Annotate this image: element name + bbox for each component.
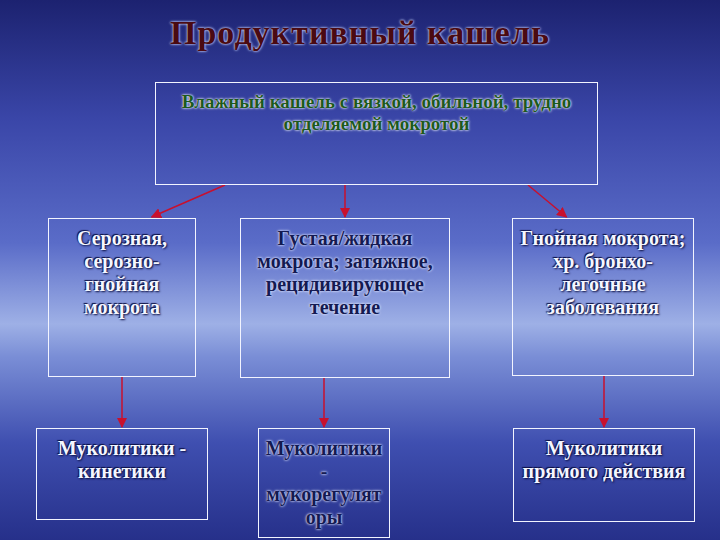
process-box: Муколитики - мукорегуляторы	[258, 428, 390, 538]
root-box: Влажный кашель с вязкой, обильной, трудн…	[155, 82, 598, 185]
arrow-connector	[152, 185, 225, 217]
process-box: Гнойная мокрота; хр. бронхо-легочные заб…	[512, 218, 694, 376]
process-box: Муколитики - кинетики	[36, 428, 208, 520]
arrow-connector	[323, 378, 325, 427]
box-text: Густая/жидкая мокрота; затяжное, рецидив…	[247, 227, 443, 319]
process-box: Муколитики прямого действия	[513, 428, 695, 522]
box-text: Гнойная мокрота; хр. бронхо-легочные заб…	[519, 227, 687, 319]
arrow-connector	[344, 185, 346, 217]
arrow-connector	[603, 376, 605, 427]
process-box: Густая/жидкая мокрота; затяжное, рецидив…	[240, 218, 450, 378]
process-box: Серозная, серозно-гнойная мокрота	[48, 218, 196, 377]
arrow-connector	[121, 377, 123, 427]
box-text: Муколитики прямого действия	[520, 437, 688, 483]
arrow-connector	[528, 185, 567, 217]
box-text: Влажный кашель с вязкой, обильной, трудн…	[162, 91, 591, 135]
box-text: Серозная, серозно-гнойная мокрота	[55, 227, 189, 319]
box-text: Муколитики - мукорегуляторы	[265, 437, 383, 529]
box-text: Муколитики - кинетики	[43, 437, 201, 483]
slide-title: Продуктивный кашель	[0, 14, 720, 52]
